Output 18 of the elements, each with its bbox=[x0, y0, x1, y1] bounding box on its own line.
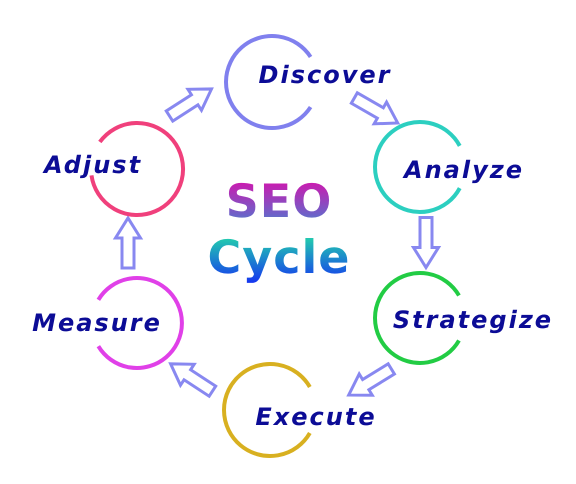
stage-circle bbox=[373, 120, 524, 214]
block-arrow bbox=[112, 215, 144, 270]
stage-label: Discover bbox=[258, 61, 392, 89]
stage-circle bbox=[373, 271, 554, 365]
stage-label: Analyze bbox=[404, 156, 524, 184]
stage-circle bbox=[44, 121, 185, 217]
stage-circle bbox=[222, 362, 377, 458]
stage-circle bbox=[224, 34, 392, 130]
block-arrow bbox=[410, 216, 442, 270]
stage-label: Execute bbox=[255, 403, 377, 431]
block-arrow bbox=[164, 87, 214, 124]
stage-label: Measure bbox=[32, 309, 162, 337]
block-arrow bbox=[349, 90, 400, 126]
block-arrow bbox=[168, 362, 218, 398]
block-arrow bbox=[346, 362, 397, 397]
stage-label: Adjust bbox=[44, 151, 142, 179]
stage-circle bbox=[32, 276, 184, 370]
stage-label: Strategize bbox=[392, 306, 554, 334]
